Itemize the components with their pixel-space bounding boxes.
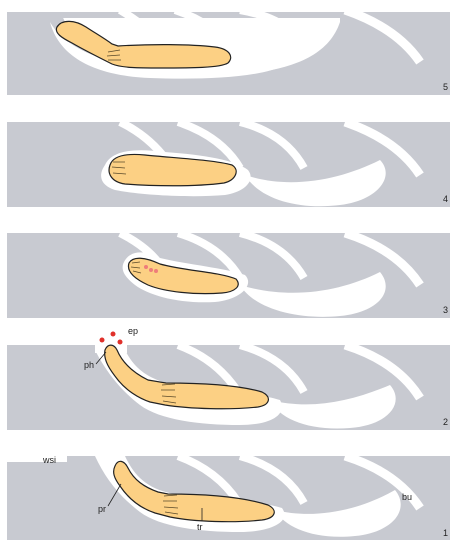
panel-stage-3: 3 (7, 233, 450, 318)
signal-dot (111, 332, 116, 337)
panel-stage-5: 5 (7, 10, 450, 95)
label-tr: tr (197, 522, 203, 532)
label-bu: bu (402, 492, 412, 502)
label-ph: ph (84, 360, 94, 370)
stage-number-4: 4 (443, 194, 448, 204)
panel-stage-4: 4 (7, 122, 450, 207)
label-wsi: wsi (42, 455, 56, 465)
signal-dot (154, 269, 158, 273)
signal-dot (149, 268, 153, 272)
label-ep: ep (128, 326, 138, 336)
top-strip (7, 10, 450, 12)
stage-number-3: 3 (443, 305, 448, 315)
stage-number-5: 5 (443, 82, 448, 92)
panel-stage-1: wsi bu pr tr 1 (7, 455, 450, 540)
stage-number-2: 2 (443, 417, 448, 427)
signal-dot (100, 338, 105, 343)
wsi-notch (7, 456, 67, 462)
label-pr: pr (98, 504, 106, 514)
signal-dot (144, 265, 148, 269)
signal-dot (118, 340, 123, 345)
stage-number-1: 1 (443, 528, 448, 538)
panel-stage-2: ep ph 2 (7, 326, 450, 430)
